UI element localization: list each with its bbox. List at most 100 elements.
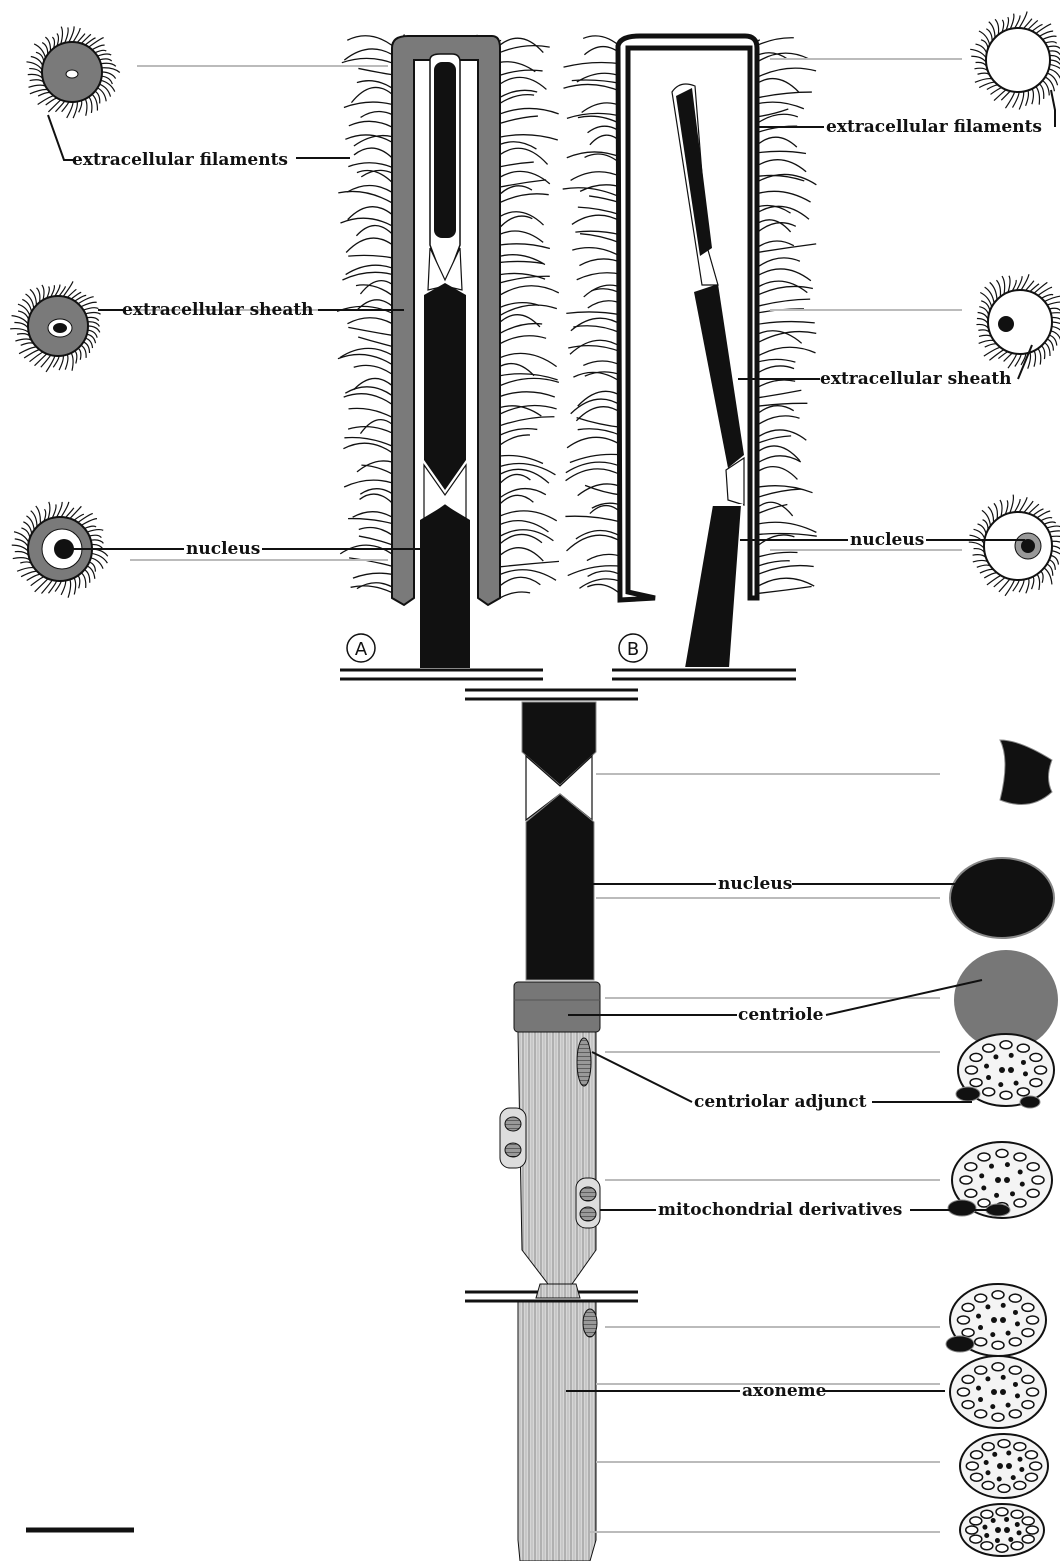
filament: [500, 417, 554, 426]
filament: [576, 407, 622, 421]
filament: [500, 286, 559, 295]
filament: [587, 584, 622, 595]
filament: [757, 102, 804, 109]
filament: [572, 80, 622, 84]
filament: [344, 394, 392, 405]
filament: [351, 87, 392, 102]
filament: [500, 534, 542, 543]
filament: [349, 408, 392, 417]
filament: [353, 512, 392, 518]
filament: [570, 340, 622, 354]
filament: [567, 437, 622, 447]
filament: [500, 336, 546, 344]
cross-sections-axoneme: [946, 1034, 1054, 1556]
cross-section-b-middle: [976, 274, 1060, 368]
filament: [757, 137, 797, 147]
panel-a-marker: A: [347, 634, 375, 662]
filament: [358, 337, 392, 346]
filament: [500, 95, 534, 104]
filament: [348, 519, 392, 524]
cross-section-nucleus: [950, 858, 1054, 938]
filament: [757, 436, 791, 444]
filament: [359, 528, 392, 535]
filament: [348, 255, 392, 257]
filament: [351, 586, 392, 593]
label-nucleus-lower: nucleus: [718, 874, 792, 894]
centriolar-adjunct: [577, 1038, 591, 1086]
filament: [357, 81, 392, 88]
filament: [338, 191, 392, 202]
filament: [500, 90, 537, 97]
filament: [757, 92, 812, 98]
filament: [757, 359, 795, 362]
filament: [757, 416, 800, 425]
cross-section-axoneme-2: [950, 1356, 1046, 1428]
label-axoneme: axoneme: [742, 1381, 827, 1401]
filament: [342, 272, 392, 280]
filament: [757, 79, 799, 92]
filament: [583, 361, 622, 366]
filament: [500, 324, 542, 334]
filament: [347, 36, 392, 46]
filament: [500, 548, 543, 561]
filament: [564, 62, 622, 67]
filament: [757, 406, 794, 414]
filament: [361, 170, 392, 177]
mitochondrial-derivative-left: [500, 1108, 526, 1168]
filament: [566, 469, 622, 481]
filament: [579, 579, 622, 588]
filament: [572, 215, 622, 224]
filament: [348, 327, 392, 335]
filament: [500, 116, 538, 123]
filament: [565, 516, 622, 522]
filament: [757, 380, 795, 388]
filament: [353, 573, 392, 578]
lower-centriole: [514, 982, 600, 1032]
label-extracellular-filaments-b: extracellular filaments: [826, 117, 1042, 137]
cross-section-a-middle: [10, 281, 100, 372]
label-centriole: centriole: [738, 1005, 824, 1025]
cross-section-axoneme-3: [960, 1434, 1048, 1498]
filament: [348, 207, 392, 220]
filament: [354, 148, 392, 158]
filament: [585, 485, 622, 495]
filament: [500, 392, 555, 397]
filament: [757, 578, 814, 587]
filament: [344, 102, 392, 107]
filament: [757, 467, 797, 480]
filament: [500, 511, 557, 521]
filament: [500, 474, 530, 483]
svg-text:B: B: [627, 639, 639, 660]
panel-a-nucleus: [420, 54, 470, 668]
filament: [358, 68, 392, 74]
filament: [757, 566, 814, 575]
filament: [500, 276, 550, 283]
filament: [572, 248, 622, 258]
filament: [757, 504, 787, 514]
cross-section-crescent: [1000, 740, 1052, 805]
filament: [500, 216, 532, 227]
filament: [344, 480, 392, 487]
filament: [757, 430, 806, 440]
filament: [567, 535, 622, 551]
filament: [568, 566, 622, 576]
filament: [566, 312, 622, 315]
filament: [757, 38, 794, 46]
filament: [500, 70, 543, 75]
filament: [500, 77, 546, 89]
filament: [757, 522, 816, 532]
mitochondrial-derivative-right: [576, 1178, 600, 1228]
filament: [500, 162, 534, 167]
filament: [500, 212, 544, 225]
filament: [757, 586, 812, 593]
filament: [360, 489, 392, 495]
filament: [500, 244, 550, 249]
filament: [757, 299, 810, 306]
filament: [579, 259, 622, 266]
cross-sections-a: [10, 26, 120, 597]
filament: [577, 273, 622, 280]
filament: [564, 84, 622, 92]
filament: [570, 454, 622, 462]
filament: [361, 112, 392, 118]
